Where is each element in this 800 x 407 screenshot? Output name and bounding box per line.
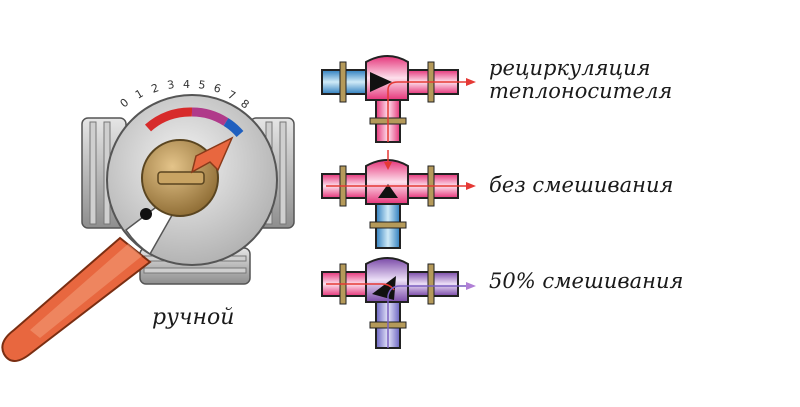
mixing-50-label: 50% смешивания (489, 269, 684, 293)
valve-diagram-50-mixing (321, 257, 476, 349)
valve-flap (372, 276, 396, 300)
dial-number: 1 (133, 87, 146, 102)
dial-number: 5 (198, 78, 207, 92)
recirculation-label-line2: теплоносителя (489, 79, 673, 103)
dial-number: 6 (212, 81, 222, 95)
valve-flap (378, 184, 398, 198)
valve-flap (370, 72, 392, 92)
dial-number: 2 (150, 81, 161, 96)
cold-inlet-pipe (321, 69, 373, 95)
temperature-arc-cold (223, 118, 244, 138)
pivot-dot (140, 208, 152, 220)
dial-number: 0 (118, 96, 132, 110)
recirculation-label-line1: рециркуляция (489, 56, 651, 80)
manual-label: ручной (152, 305, 235, 330)
dial-number: 4 (183, 78, 190, 91)
valve-diagram-recirculation (321, 55, 476, 143)
temperature-arc-hot (144, 107, 193, 132)
pointer-arrow (190, 136, 234, 174)
valve-diagram-no-mixing (321, 150, 476, 249)
dial-number: 7 (226, 88, 238, 103)
no-mixing-label: без смешивания (489, 173, 674, 197)
manual-valve: 0 1 2 3 4 5 6 7 8 (1, 78, 295, 362)
dial-number: 3 (166, 78, 175, 92)
